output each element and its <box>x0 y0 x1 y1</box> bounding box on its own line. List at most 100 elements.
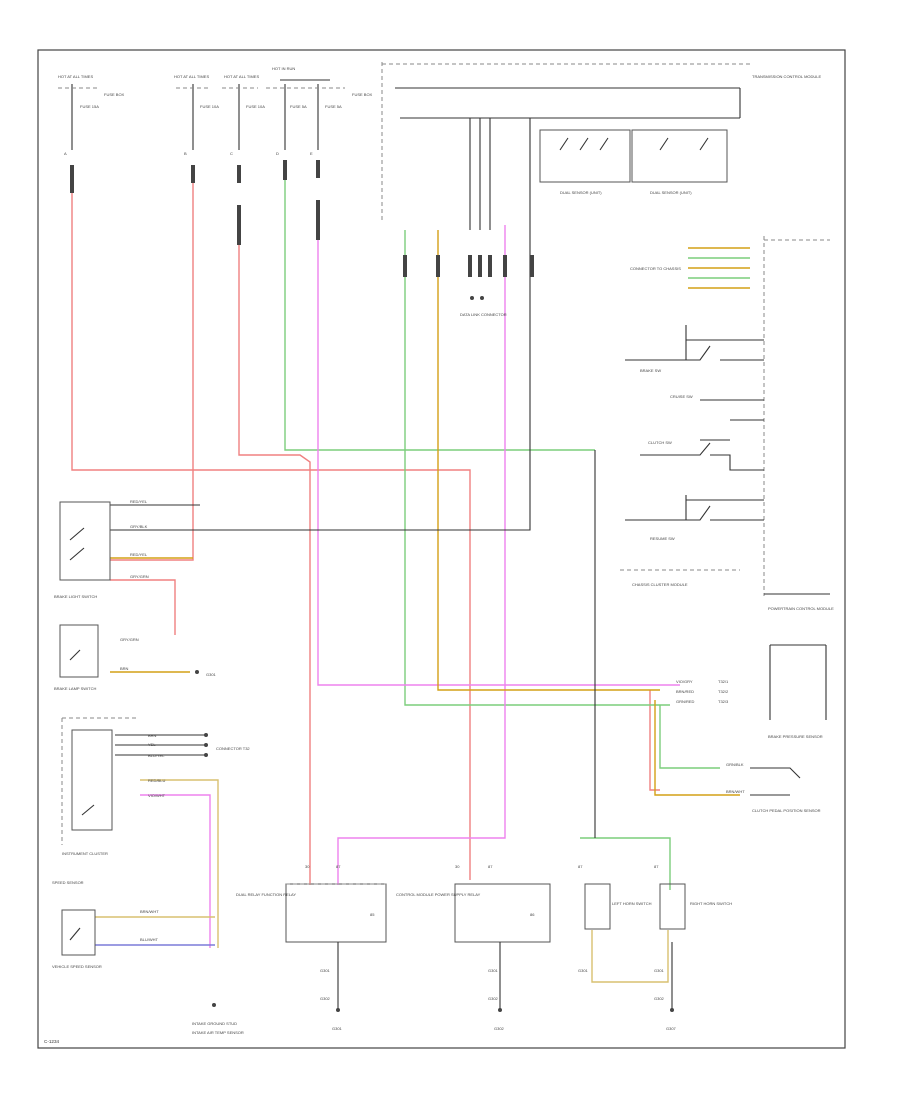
pink-wires <box>140 225 680 948</box>
top-wires <box>70 160 320 245</box>
bm1-ground-1: G301 <box>320 968 331 973</box>
bus-pin-3: T32/3 <box>718 699 729 704</box>
bottom-ground-2: G302 <box>494 1026 505 1031</box>
diagram-frame <box>37 49 846 1049</box>
footer-code: C-1234 <box>44 1039 60 1044</box>
bm1-ground-2: G302 <box>320 996 331 1001</box>
fuse-5-rating: FUSE 5A <box>325 104 342 109</box>
bm3-ground-1: G301 <box>578 968 589 973</box>
fuse-1-rating: FUSE 15A <box>80 104 99 109</box>
lsw-mid-wire-2: BRN <box>120 666 129 671</box>
fuse-3-rating: FUSE 10A <box>246 104 265 109</box>
left-bottom-label: VEHICLE SPEED SENSOR <box>52 964 102 969</box>
left-switch-mid: GRY/GRN BRN BRAKE LAMP SWITCH G301 <box>54 624 217 691</box>
green-wires <box>284 180 720 890</box>
bottom-module-4: RIGHT HORN SWITCH 87 G301 G302 <box>654 864 732 1010</box>
left-bottom-sensor: BRN/WHT BLU/WHT VEHICLE SPEED SENSOR INT… <box>52 909 244 1035</box>
fuse-4-source: HOT IN RUN <box>272 66 295 71</box>
bottom-left-ground: INTAKE GROUND STUD <box>192 1021 237 1026</box>
bottom-ground-3: G307 <box>666 1026 677 1031</box>
cluster-connector: CONNECTOR T32 <box>216 746 250 751</box>
bm1-pin-1: 30 <box>305 864 310 869</box>
right-module-label: POWERTRAIN CONTROL MODULE <box>768 606 834 611</box>
lsw-top-wire-4: GRY/GRN <box>130 574 149 579</box>
bm2-pin-1: 30 <box>455 864 460 869</box>
bm2-terminal: 86 <box>530 912 535 917</box>
right-lower-label: CHASSIS CLUSTER MODULE <box>632 582 688 587</box>
fuse-2-source: HOT AT ALL TIMES <box>174 74 209 79</box>
center-connector-label: DATA LINK CONNECTOR <box>460 312 507 317</box>
bm1-pin-2: 87 <box>336 864 341 869</box>
bm2-ground-1: G301 <box>488 968 499 973</box>
lb-wire-1: BRN/WHT <box>140 909 159 914</box>
dual-sensor-1: DUAL SENSOR (UNIT) <box>560 190 602 195</box>
right-sensor-top: BRAKE PRESSURE SENSOR <box>768 734 823 739</box>
left-sensor-label: SPEED SENSOR <box>52 880 84 885</box>
fuse-3-source: HOT AT ALL TIMES <box>224 74 259 79</box>
top-pin-b: B <box>184 151 187 156</box>
lsw-top-wire-1: RED/YEL <box>130 499 148 504</box>
lsw-top-wire-2: GRY/BLK <box>130 524 148 529</box>
bm4-ground-1: G301 <box>654 968 665 973</box>
cluster-box-label: INSTRUMENT CLUSTER <box>62 851 108 856</box>
right-switch-1: BRAKE SW <box>640 368 661 373</box>
top-right-module: TRANSMISSION CONTROL MODULE DUAL SENSOR … <box>381 62 822 222</box>
bm4-name: RIGHT HORN SWITCH <box>690 901 732 906</box>
bus-wire-2: BRN/RED <box>676 689 694 694</box>
right-panel: CONNECTOR TO CHASSIS BRAKE SW CRUISE SW … <box>620 236 834 611</box>
bm4-ground-2: G302 <box>654 996 665 1001</box>
left-bottom-connector: INTAKE AIR TEMP SENSOR <box>192 1030 244 1035</box>
gold-wires <box>110 230 740 796</box>
right-sensor-wire-1: GRN/BLK <box>726 762 744 767</box>
fuse-1-source: HOT AT ALL TIMES <box>58 74 93 79</box>
fuse-group: HOT AT ALL TIMES FUSE 15A FUSE BOX HOT A… <box>58 66 373 156</box>
bus-connector: VIO/GRY BRN/RED GRN/RED T32/1 T32/2 T32/… <box>676 644 827 813</box>
top-pin-e: E <box>310 151 313 156</box>
lsw-mid-wire-1: GRY/GRN <box>120 637 139 642</box>
fuse-1-box: FUSE BOX <box>104 92 125 97</box>
top-pin-c: C <box>230 151 233 156</box>
center-connector: DATA LINK CONNECTOR <box>403 255 534 317</box>
bottom-module-2: CONTROL MODULE POWER SUPPLY RELAY 30 87 … <box>396 864 551 1010</box>
bus-pin-2: T32/2 <box>718 689 729 694</box>
instrument-cluster: BRN YEL BLU/YEL RED/BLU VIO/WHT CONNECTO… <box>52 717 250 885</box>
bus-wire-3: GRN/RED <box>676 699 695 704</box>
red-wires <box>71 183 660 885</box>
bm3-pin-1: 87 <box>578 864 583 869</box>
right-sensor-wire-2: BRN/WHT <box>726 789 745 794</box>
cluster-wire-5: VIO/WHT <box>148 793 166 798</box>
left-switch-top: RED/YEL GRY/BLK RED/YEL GRY/GRN BRAKE LI… <box>54 499 149 599</box>
right-switch-2: CRUISE SW <box>670 394 693 399</box>
top-pin-a: A <box>64 151 67 156</box>
lsw-top-wire-3: RED/YEL <box>130 552 148 557</box>
bus-pin-1: T32/1 <box>718 679 729 684</box>
left-switch-mid-label: BRAKE LAMP SWITCH <box>54 686 96 691</box>
top-pin-d: D <box>276 151 279 156</box>
ground-code: G301 <box>206 672 217 677</box>
bottom-ground-1: G301 <box>332 1026 343 1031</box>
fuse-2-rating: FUSE 10A <box>200 104 219 109</box>
cluster-wire-4: RED/BLU <box>148 778 165 783</box>
right-sensor-bottom: CLUTCH PEDAL POSITION SENSOR <box>752 808 821 813</box>
bottom-grounds: G301 G302 G307 <box>332 1008 677 1031</box>
right-switch-4: RESUME SW <box>650 536 675 541</box>
dual-sensor-2: DUAL SENSOR (UNIT) <box>650 190 692 195</box>
top-right-module-label: TRANSMISSION CONTROL MODULE <box>752 74 822 79</box>
bus-wire-1: VIO/GRY <box>676 679 693 684</box>
bottom-module-3: LEFT HORN SWITCH 87 G301 <box>578 864 652 973</box>
tan-wires <box>95 779 669 983</box>
fuse-5-box: FUSE BOX <box>352 92 373 97</box>
bm2-name: CONTROL MODULE POWER SUPPLY RELAY <box>396 892 481 897</box>
bm3-name: LEFT HORN SWITCH <box>612 901 652 906</box>
bm1-terminal: 85 <box>370 912 375 917</box>
bm1-name: DUAL RELAY FUNCTION RELAY <box>236 892 296 897</box>
fuse-4-rating: FUSE 5A <box>290 104 307 109</box>
right-connector-group: CONNECTOR TO CHASSIS <box>630 266 681 271</box>
dark-wires <box>110 87 741 838</box>
bm2-pin-2: 87 <box>488 864 493 869</box>
bm2-ground-2: G302 <box>488 996 499 1001</box>
right-switch-3: CLUTCH SW <box>648 440 672 445</box>
bottom-module-1: DUAL RELAY FUNCTION RELAY 30 87 85 G301 … <box>236 864 387 1010</box>
lb-wire-2: BLU/WHT <box>140 937 159 942</box>
